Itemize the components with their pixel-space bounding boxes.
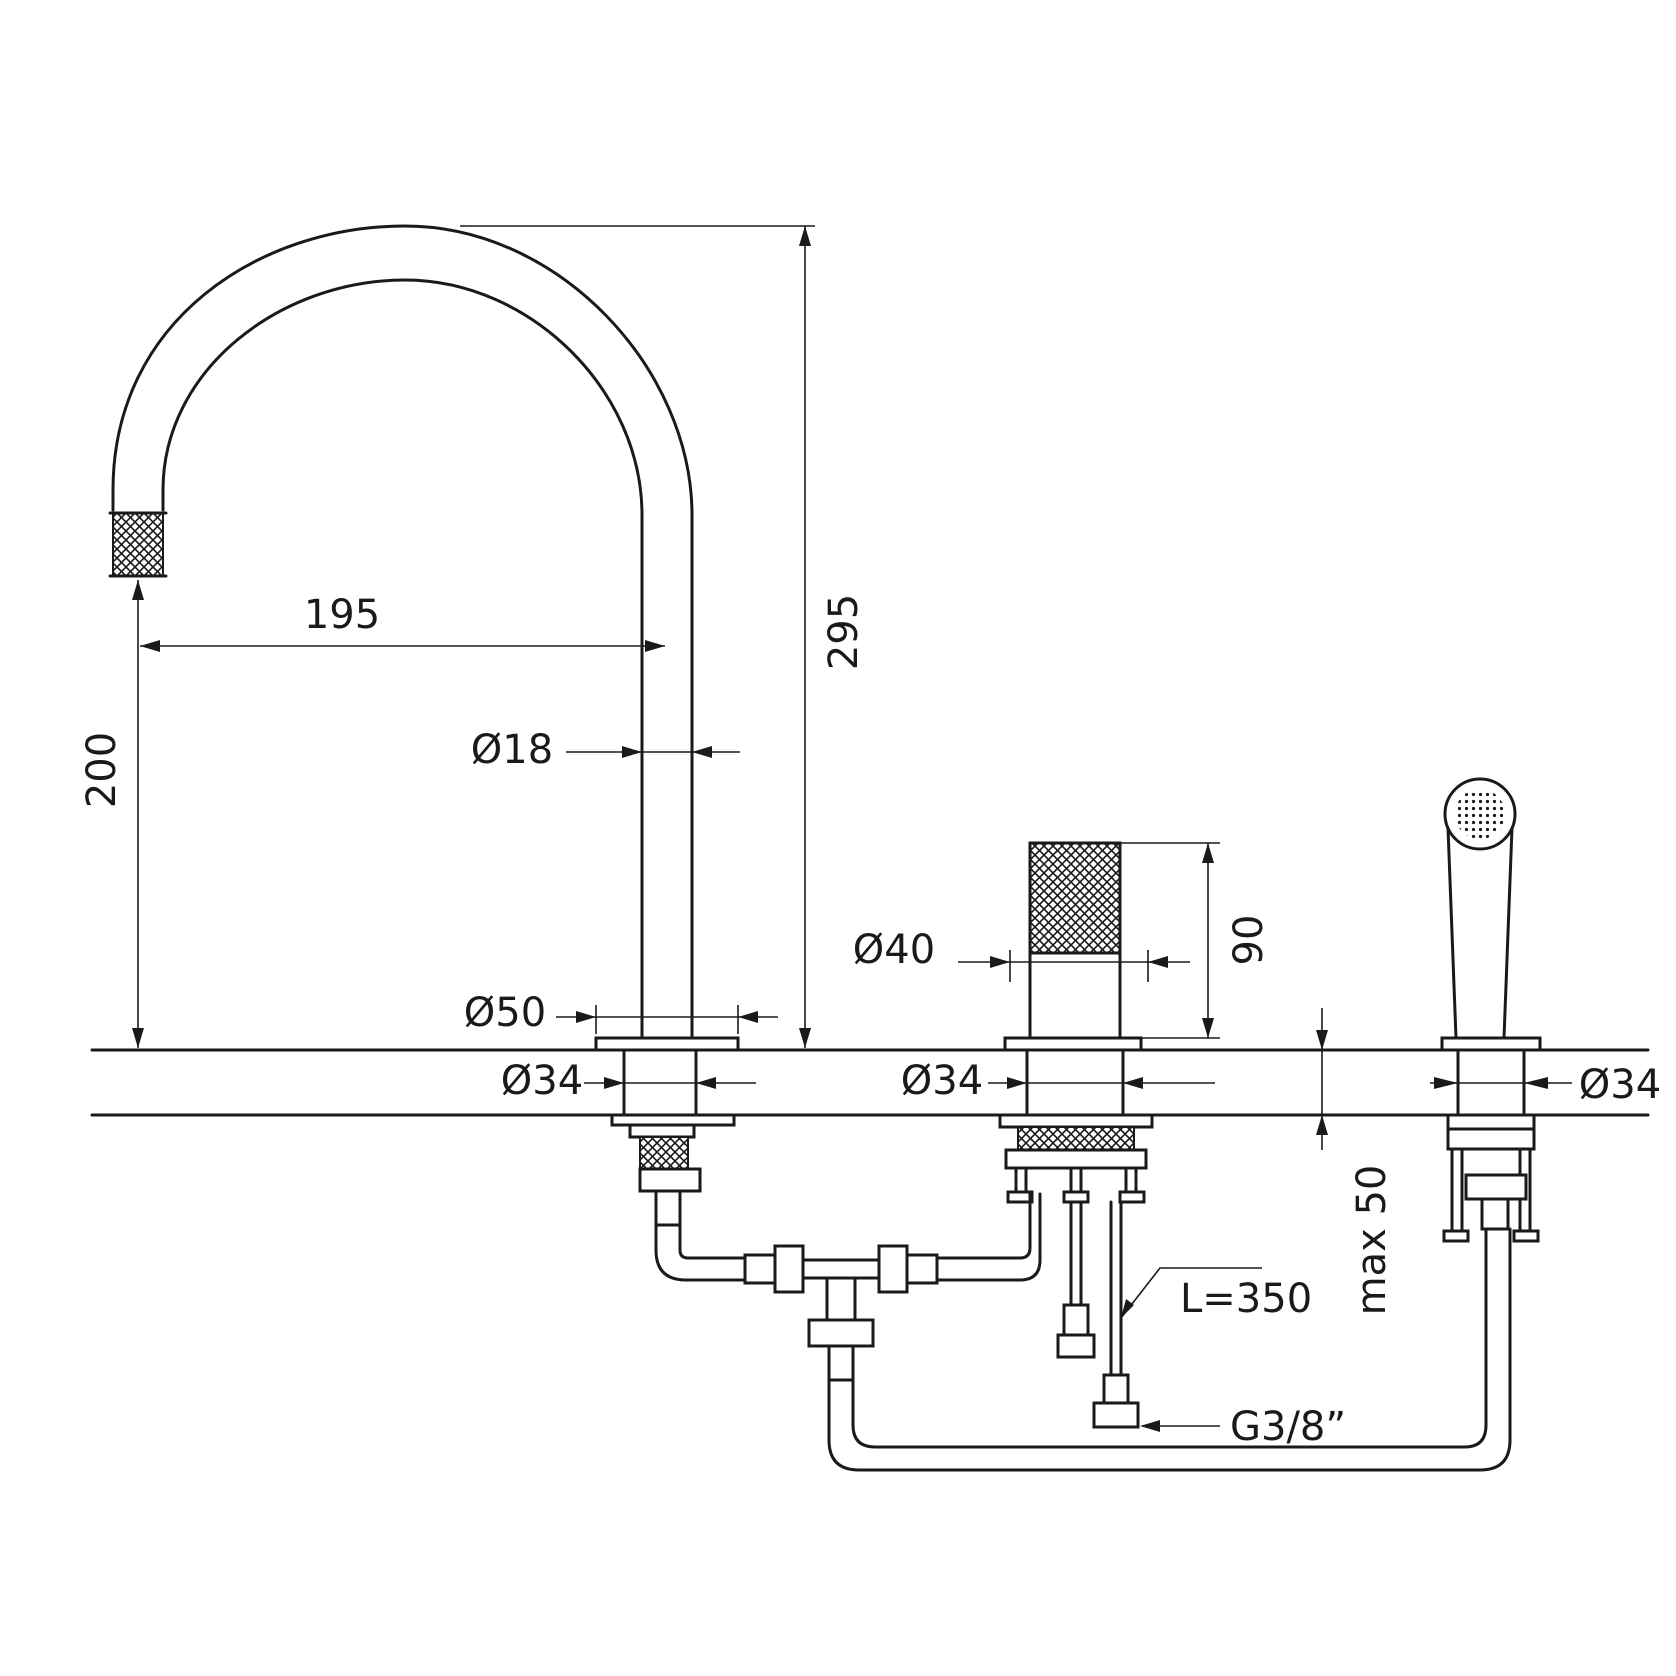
hand-shower — [1440, 777, 1542, 1117]
spout-aerator — [112, 512, 164, 577]
spout-thread — [639, 1136, 689, 1170]
countertop — [90, 1048, 1650, 1117]
label-connection-thread: G3/8” — [1230, 1404, 1346, 1450]
label-shower-shank-diameter: Ø34 — [1579, 1062, 1661, 1108]
label-total-height: 295 — [821, 594, 867, 670]
hoses — [654, 1192, 1512, 1472]
under-deck-fittings — [610, 1113, 1540, 1243]
label-handle-diameter: Ø40 — [853, 927, 935, 973]
handle-knurl — [1028, 841, 1122, 955]
label-spout-base-diameter: Ø50 — [464, 990, 546, 1036]
spout — [108, 224, 740, 1117]
shower-head-dots — [1455, 789, 1505, 839]
label-spout-reach: 195 — [304, 592, 380, 638]
mixer-handle — [1003, 841, 1143, 1117]
label-hose-length: L=350 — [1180, 1276, 1312, 1322]
label-handle-height: 90 — [1226, 915, 1272, 966]
dimension-lines — [132, 225, 1572, 1432]
spout-base — [594, 1036, 740, 1052]
label-spout-tube-diameter: Ø18 — [471, 727, 553, 773]
shower-base — [1440, 1036, 1542, 1052]
label-spout-shank-diameter: Ø34 — [501, 1058, 583, 1104]
label-deck-thickness: max 50 — [1349, 1165, 1395, 1316]
label-handle-shank-diameter: Ø34 — [901, 1058, 983, 1104]
dimension-labels: 195 200 295 Ø18 Ø50 Ø34 Ø40 90 Ø34 Ø34 m… — [79, 592, 1661, 1450]
label-spout-height: 200 — [79, 732, 125, 808]
handle-base — [1003, 1036, 1143, 1052]
